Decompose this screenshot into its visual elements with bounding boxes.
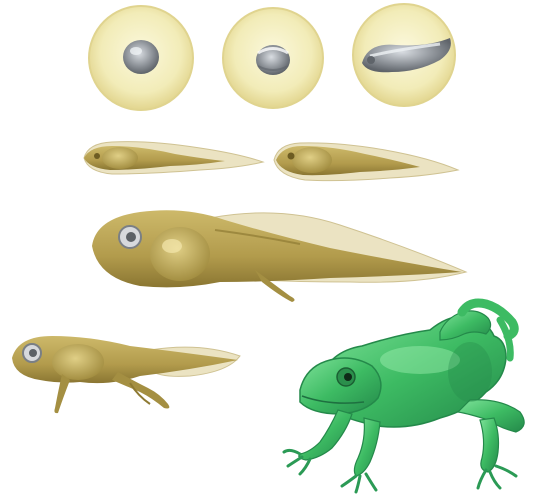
tadpole-stage [92,210,466,302]
hatchling-stage-1 [84,142,263,174]
egg-stage-2 [223,8,323,108]
egg-stage-1 [89,6,193,110]
egg-stage-3 [353,4,455,106]
hatchling-stage-2 [274,143,458,181]
adult-frog-stage [284,303,524,492]
tadpole-with-legs-stage [12,336,240,413]
